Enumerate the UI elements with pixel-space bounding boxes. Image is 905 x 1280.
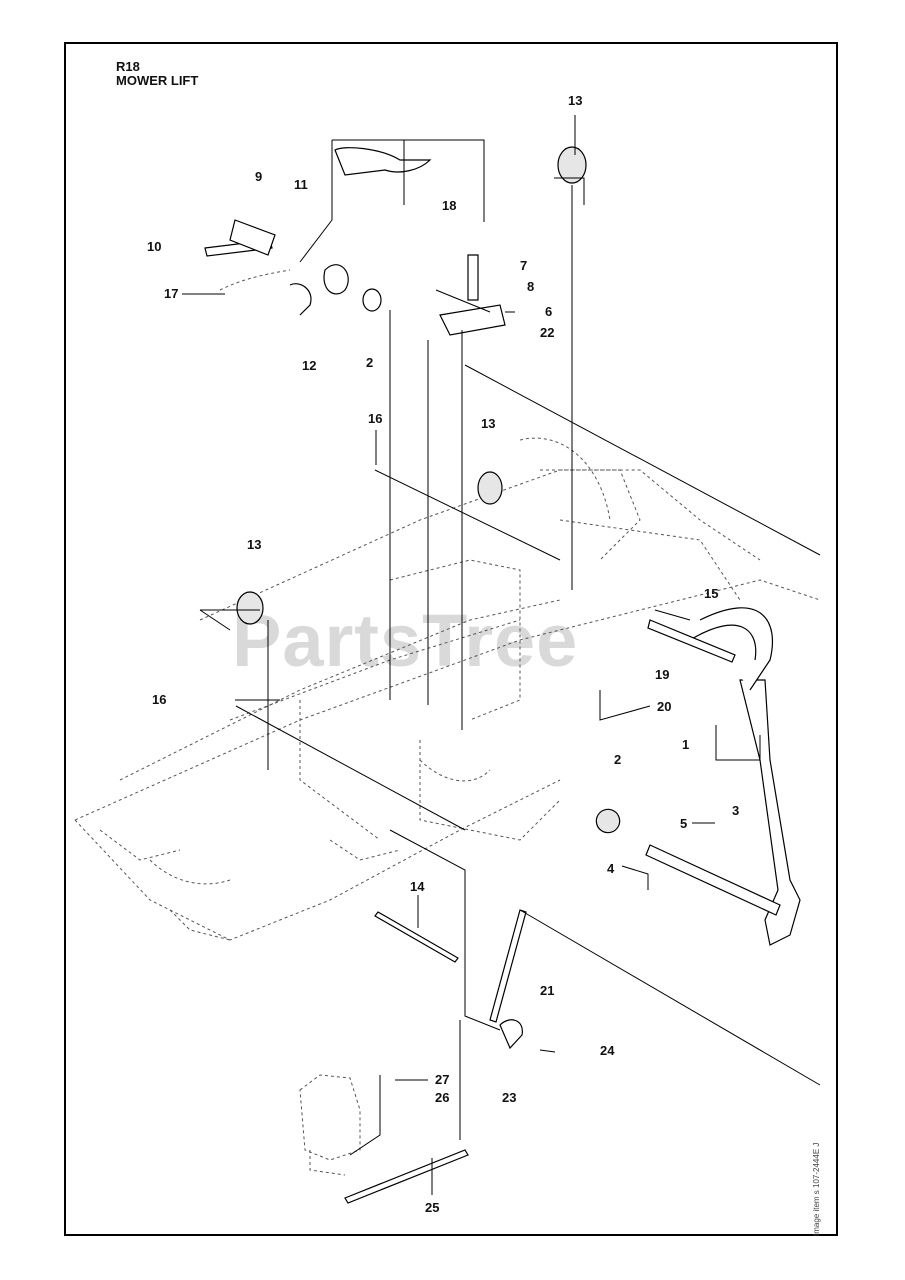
pulleys <box>236 146 587 625</box>
cables <box>199 185 573 770</box>
callout-24: 24 <box>600 1043 615 1058</box>
top-parts <box>204 147 506 336</box>
rods <box>344 909 527 1204</box>
callout-1: 1 <box>682 737 690 752</box>
diagram-code: R18 <box>116 59 140 74</box>
callout-6: 6 <box>545 304 553 319</box>
callout-13: 13 <box>568 93 583 108</box>
callout-5: 5 <box>680 816 688 831</box>
callout-7: 7 <box>520 258 528 273</box>
lower-bracket <box>299 1074 361 1176</box>
callout-13: 13 <box>481 416 496 431</box>
chassis-outline <box>74 437 821 941</box>
callout-12: 12 <box>302 358 317 373</box>
callout-21: 21 <box>540 983 555 998</box>
callout-4: 4 <box>607 861 615 876</box>
callout-15: 15 <box>704 586 719 601</box>
callout-13: 13 <box>247 537 262 552</box>
callout-14: 14 <box>410 879 425 894</box>
callout-10: 10 <box>147 239 162 254</box>
callout-27: 27 <box>435 1072 450 1087</box>
callout-16: 16 <box>152 692 167 707</box>
callout-8: 8 <box>527 279 535 294</box>
diagram-title: MOWER LIFT <box>116 73 199 88</box>
callout-22: 22 <box>540 325 555 340</box>
callout-17: 17 <box>164 286 179 301</box>
callout-19: 19 <box>655 667 670 682</box>
callout-11: 11 <box>294 177 308 192</box>
callout-3: 3 <box>732 803 740 818</box>
callout-26: 26 <box>435 1090 450 1105</box>
callout-9: 9 <box>255 169 263 184</box>
callout-25: 25 <box>425 1200 440 1215</box>
lift-handle <box>689 607 801 946</box>
callout-2: 2 <box>614 752 622 767</box>
callout-18: 18 <box>442 198 457 213</box>
callout-2: 2 <box>366 355 374 370</box>
leader-lines <box>182 115 821 1195</box>
callout-16: 16 <box>368 411 383 426</box>
image-id: Image item s 107-2444E J <box>812 1142 821 1236</box>
callout-20: 20 <box>657 699 672 714</box>
lift-shaft <box>595 619 781 916</box>
callout-23: 23 <box>502 1090 517 1105</box>
